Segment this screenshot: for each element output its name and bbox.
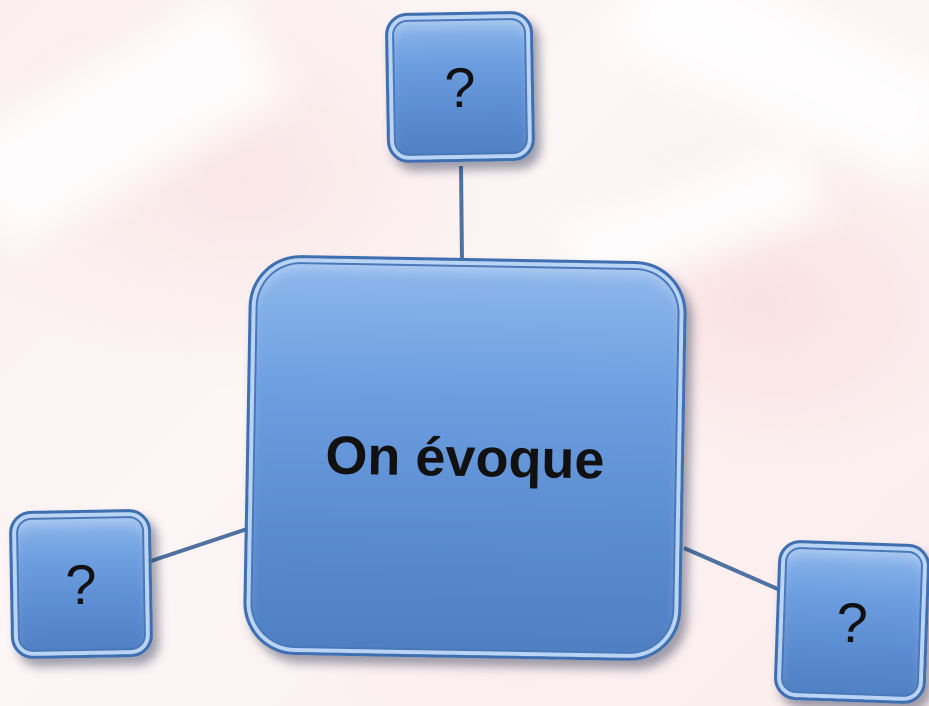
connector-right (683, 546, 781, 592)
satellite-node-top: ? (384, 10, 536, 164)
satellite-node-left-label: ? (64, 552, 98, 616)
connector-left (147, 526, 251, 564)
satellite-node-top-label: ? (443, 55, 477, 119)
satellite-node-left: ? (8, 508, 154, 660)
satellite-node-right: ? (773, 539, 929, 705)
satellite-node-right-label: ? (835, 589, 869, 655)
connector-top (459, 165, 464, 263)
center-node: On évoque (242, 254, 688, 662)
center-node-label: On évoque (324, 425, 606, 491)
